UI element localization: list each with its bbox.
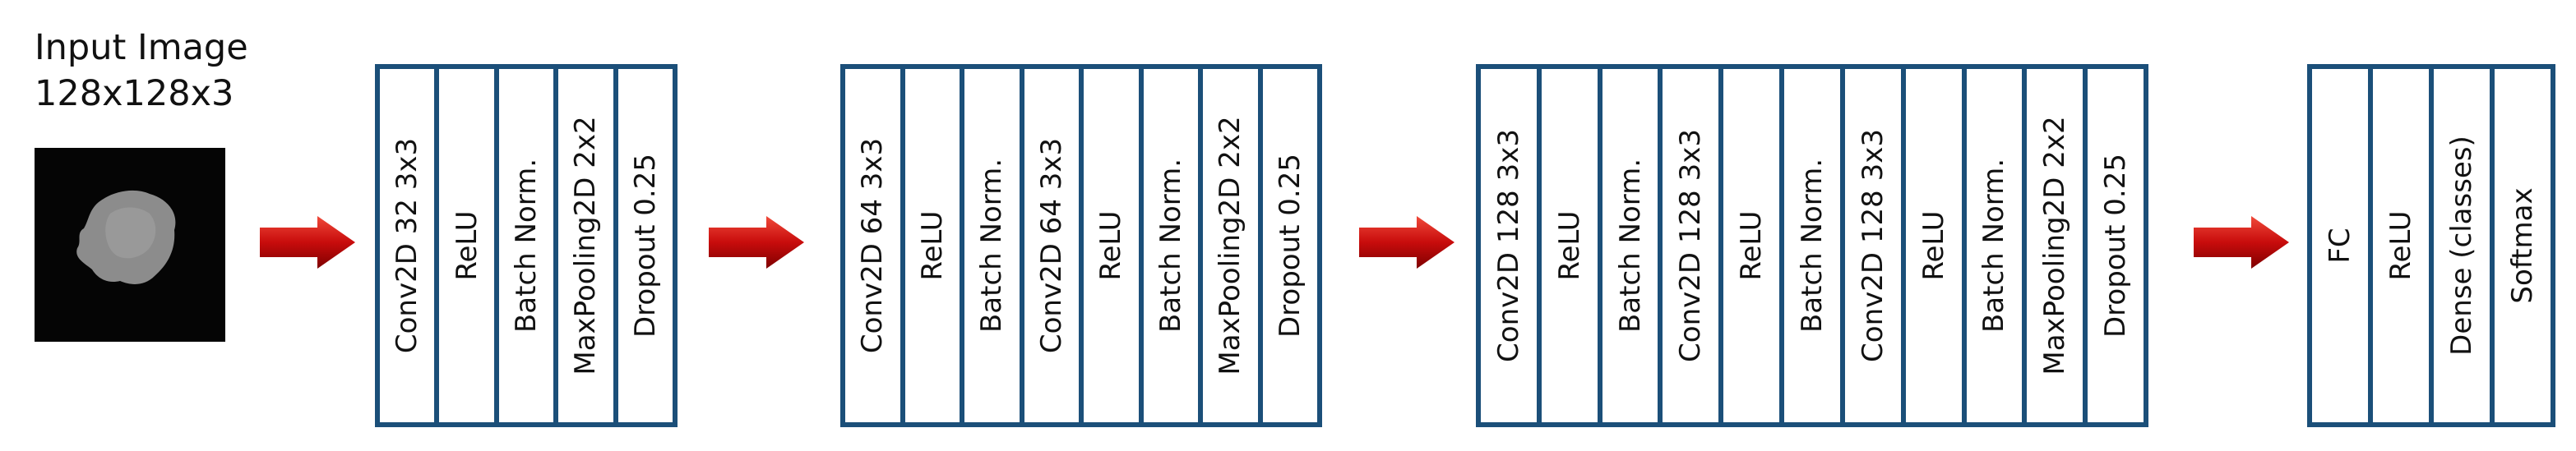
layer-label: Batch Norm. [975,158,1009,334]
layer-label: Dropout 0.25 [628,154,662,338]
layer-conv2d: Conv2D 64 3x3 [1019,69,1080,422]
dense-block: FC ReLU Dense (classes) Softmax [2307,64,2555,427]
layer-label: ReLU [1735,210,1769,281]
layer-relu: ReLU [900,69,960,422]
input-image-thumbnail [35,148,225,342]
layer-fc: FC [2312,69,2368,422]
layer-label: FC [2324,228,2356,264]
layer-label: Conv2D 64 3x3 [856,137,890,354]
layer-batch-norm: Batch Norm. [1961,69,2023,422]
layer-label: MaxPooling2D 2x2 [2038,116,2072,375]
input-image-size: 128x128x3 [35,73,234,114]
layer-relu: ReLU [434,69,493,422]
layer-dense: Dense (classes) [2429,69,2490,422]
layer-label: ReLU [450,210,483,281]
layer-label: Dense (classes) [2445,136,2478,356]
layer-conv2d: Conv2D 128 3x3 [1839,69,1901,422]
layer-label: Batch Norm. [1613,158,1647,334]
layer-label: ReLU [1094,210,1128,281]
layer-batch-norm: Batch Norm. [493,69,553,422]
layer-label: Softmax [2506,187,2539,304]
conv-block-3: Conv2D 128 3x3 ReLU Batch Norm. Conv2D 1… [1476,64,2148,427]
layer-label: Conv2D 32 3x3 [391,137,424,354]
layer-maxpooling: MaxPooling2D 2x2 [2022,69,2083,422]
layer-conv2d: Conv2D 64 3x3 [845,69,900,422]
layer-batch-norm: Batch Norm. [1779,69,1840,422]
layer-batch-norm: Batch Norm. [1597,69,1658,422]
layer-maxpooling: MaxPooling2D 2x2 [553,69,613,422]
layer-label: ReLU [1552,210,1586,281]
arrow-icon [260,216,355,269]
conv-block-1: Conv2D 32 3x3 ReLU Batch Norm. MaxPoolin… [375,64,678,427]
layer-label: Conv2D 128 3x3 [1491,129,1525,362]
arrow-icon [2194,216,2289,269]
lesion-highlight [105,207,156,259]
layer-label: MaxPooling2D 2x2 [569,116,603,375]
layer-relu: ReLU [1900,69,1962,422]
layer-relu: ReLU [2368,69,2429,422]
layer-label: ReLU [915,210,949,281]
layer-label: Conv2D 128 3x3 [1856,129,1889,362]
layer-dropout: Dropout 0.25 [613,69,673,422]
layer-label: Conv2D 128 3x3 [1674,129,1708,362]
arrow-icon [709,216,804,269]
layer-label: MaxPooling2D 2x2 [1214,116,1247,375]
layer-label: Dropout 0.25 [1273,154,1306,338]
input-image-title: Input Image [35,27,248,68]
layer-conv2d: Conv2D 128 3x3 [1481,69,1537,422]
layer-label: Batch Norm. [510,158,543,334]
input-image-label: Input Image 128x128x3 [35,25,248,117]
layer-label: Batch Norm. [1154,158,1187,334]
layer-label: ReLU [1917,210,1950,281]
layer-softmax: Softmax [2490,69,2551,422]
arrow-icon [1359,216,1454,269]
input-image [35,148,225,342]
layer-label: ReLU [2384,210,2417,281]
layer-label: Batch Norm. [1795,158,1829,334]
layer-label: Batch Norm. [1977,158,2011,334]
layer-relu: ReLU [1079,69,1139,422]
layer-relu: ReLU [1536,69,1598,422]
layer-dropout: Dropout 0.25 [2083,69,2144,422]
layer-maxpooling: MaxPooling2D 2x2 [1198,69,1258,422]
conv-block-2: Conv2D 64 3x3 ReLU Batch Norm. Conv2D 64… [840,64,1322,427]
layer-batch-norm: Batch Norm. [960,69,1020,422]
layer-conv2d: Conv2D 128 3x3 [1658,69,1718,422]
layer-relu: ReLU [1718,69,1779,422]
layer-label: Conv2D 64 3x3 [1034,137,1068,354]
layer-conv2d: Conv2D 32 3x3 [380,69,434,422]
layer-batch-norm: Batch Norm. [1138,69,1199,422]
layer-dropout: Dropout 0.25 [1257,69,1318,422]
layer-label: Dropout 0.25 [2099,154,2133,338]
